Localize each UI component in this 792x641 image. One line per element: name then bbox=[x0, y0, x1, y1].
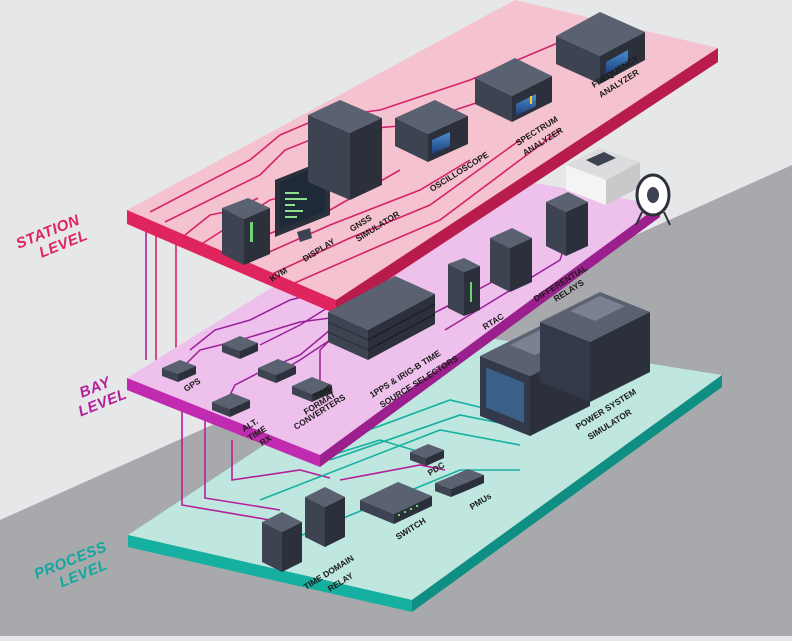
shipping-box bbox=[566, 148, 640, 205]
pmu-device-1 bbox=[435, 476, 468, 497]
differential-relay-2 bbox=[546, 192, 588, 256]
time-format-converter-2 bbox=[258, 359, 296, 383]
bay-level-label: BAY LEVEL bbox=[76, 373, 130, 420]
time-domain-relay-1 bbox=[262, 512, 302, 572]
frequency-analyzer-device bbox=[556, 12, 645, 84]
kvm-device bbox=[222, 198, 270, 265]
alt-time-rx-device bbox=[212, 393, 250, 417]
source-selectors-stack bbox=[327, 276, 436, 360]
station-level-label: STATION LEVEL bbox=[14, 211, 91, 261]
time-format-converter-1 bbox=[222, 336, 258, 359]
network-switch bbox=[360, 482, 432, 524]
time-format-converter-3 bbox=[292, 377, 332, 402]
time-domain-relay-2 bbox=[305, 487, 345, 547]
inter-level-cables bbox=[145, 215, 521, 541]
differential-relay-1 bbox=[490, 228, 532, 292]
spectrum-analyzer-device bbox=[475, 58, 552, 122]
gnss-simulator-device bbox=[308, 100, 382, 200]
gps-device bbox=[162, 360, 196, 382]
oscilloscope-device bbox=[395, 100, 468, 162]
power-system-simulator-rack-2 bbox=[540, 292, 650, 402]
pdc-device bbox=[410, 444, 444, 466]
pmu-device-2 bbox=[452, 469, 484, 490]
cable-reel bbox=[635, 173, 671, 226]
rtac-device bbox=[448, 258, 480, 316]
